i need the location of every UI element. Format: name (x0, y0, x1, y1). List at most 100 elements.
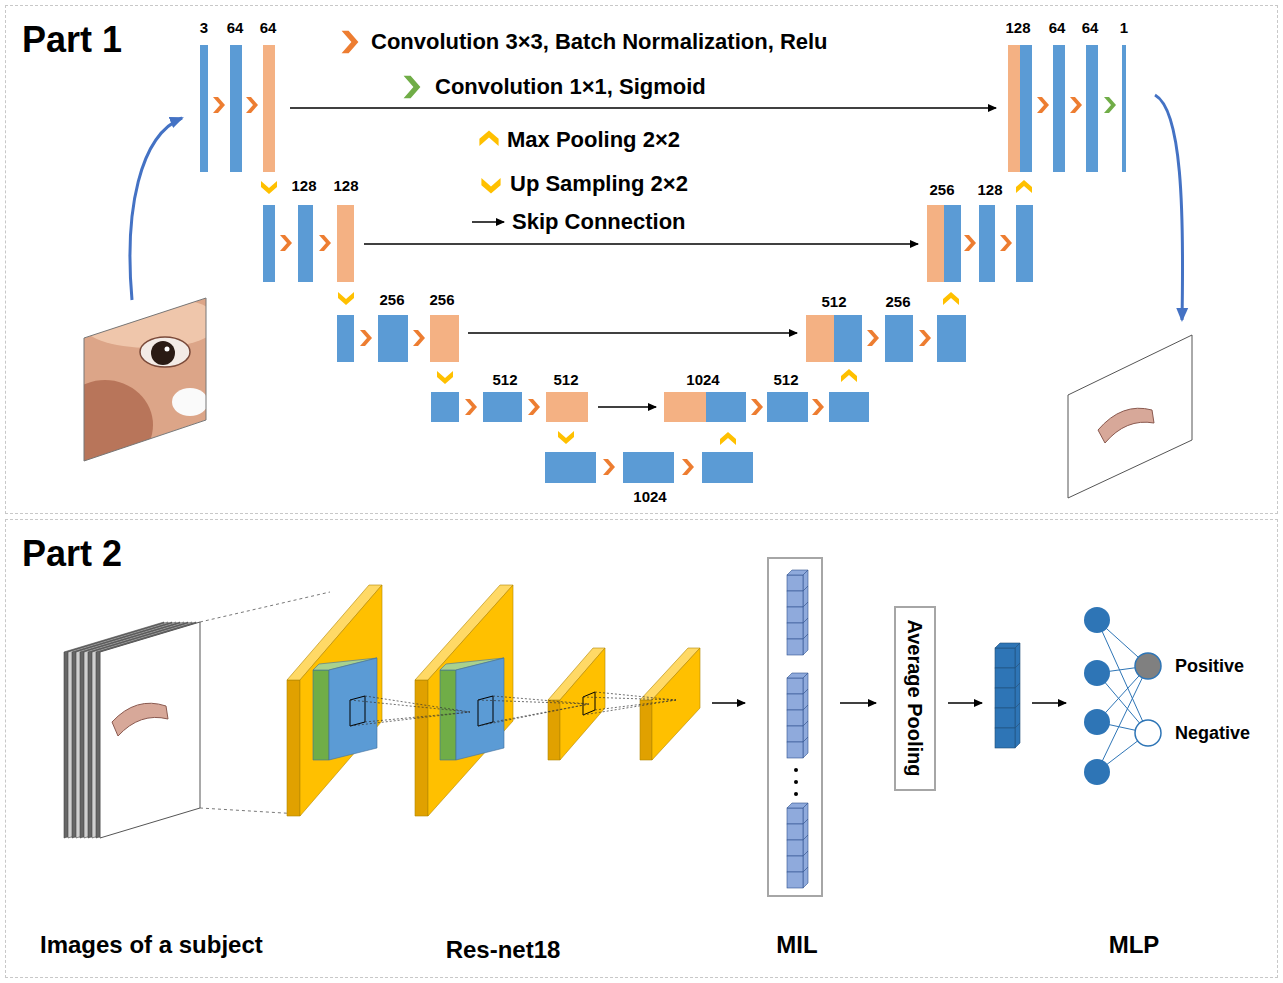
conv-layer (287, 680, 300, 816)
flow-arrow (948, 702, 982, 704)
projection-line (583, 697, 676, 700)
pool-chevron (558, 431, 574, 444)
skin-shadow (57, 380, 153, 470)
feature-vector (787, 840, 803, 856)
flow-arrow (712, 702, 745, 704)
section-label: Res-net18 (446, 936, 561, 964)
skip-connection (364, 243, 918, 245)
feature-map (263, 205, 275, 282)
conv-chevron (246, 97, 258, 113)
conv-layer (415, 680, 428, 816)
upsample-chevron (841, 369, 857, 382)
feature-vector (787, 639, 803, 655)
eye-white (140, 337, 190, 367)
conv-chevron (360, 330, 372, 346)
feature-vector (787, 694, 803, 710)
kernel-cube (329, 658, 377, 760)
mlp-neuron (1084, 709, 1110, 735)
feature-vector (787, 570, 808, 575)
flow-arrow (840, 702, 876, 704)
mlp-neuron (1084, 607, 1110, 633)
feature-vector (787, 824, 803, 840)
feature-vector (995, 648, 1015, 668)
receptive-field (350, 696, 365, 726)
projection-line (595, 692, 676, 700)
swab (172, 388, 208, 416)
feature-map-copy (927, 205, 944, 282)
flow-arrow (130, 118, 182, 300)
projection-line (478, 704, 589, 726)
feature-map (431, 392, 459, 422)
conv-chevron (867, 330, 879, 346)
legend-text: Convolution 3×3, Batch Normalization, Re… (371, 29, 828, 54)
channel-count: 64 (1082, 19, 1099, 36)
projection-line (350, 712, 470, 726)
conv-chevron (413, 330, 425, 346)
mil-bag (768, 558, 822, 896)
legend-symbol (472, 221, 504, 223)
channel-count: 512 (492, 371, 517, 388)
conv-layer (548, 700, 560, 760)
conv-layer (640, 700, 652, 760)
channel-count: 1024 (633, 488, 666, 505)
feature-vector (995, 643, 1020, 648)
skip-connection (598, 406, 656, 408)
feature-vector (803, 867, 808, 888)
feature-map-copy (337, 205, 354, 282)
channel-count: 512 (553, 371, 578, 388)
conv-chevron (1070, 97, 1082, 113)
feature-map (944, 205, 961, 282)
channel-count: 64 (1049, 19, 1066, 36)
feature-map (702, 452, 753, 483)
conv-chevron (1000, 235, 1012, 251)
conv-chevron (465, 399, 477, 415)
flow-arrow (1032, 702, 1066, 704)
channel-count: 1024 (686, 371, 719, 388)
feature-vector (787, 803, 808, 808)
feature-map-copy (806, 315, 834, 362)
feature-map (885, 315, 913, 362)
channel-count: 64 (227, 19, 244, 36)
pool-chevron (261, 181, 277, 194)
section-label: MIL (776, 931, 817, 959)
upsample-chevron (943, 292, 959, 305)
feature-map (378, 315, 408, 362)
mask-frame (1068, 335, 1192, 498)
projection-line (478, 700, 589, 704)
feature-vector (787, 678, 803, 694)
ellipsis-dot (794, 768, 798, 772)
conv-chevron (919, 330, 931, 346)
channel-count: 64 (260, 19, 277, 36)
feature-vector (787, 575, 803, 591)
projection-line (493, 704, 589, 722)
feature-map (1086, 45, 1098, 172)
pool-chevron (437, 371, 453, 384)
feature-map (937, 315, 966, 362)
channel-count: 128 (977, 181, 1002, 198)
conv-layer (300, 585, 382, 816)
feature-vector (803, 737, 808, 758)
feature-map (706, 392, 746, 422)
feature-map (623, 452, 674, 483)
conv-chevron (319, 235, 331, 251)
projection-line (350, 700, 470, 712)
feature-vector (995, 728, 1015, 748)
flow-arrow (1155, 95, 1183, 320)
upsample-chevron (1016, 180, 1032, 193)
feature-vector (787, 591, 803, 607)
class-label: Positive (1175, 656, 1244, 677)
feature-map (1053, 45, 1065, 172)
skip-connection (290, 107, 996, 109)
feature-map-copy (430, 315, 459, 362)
iris (151, 341, 175, 365)
feature-map-copy (664, 392, 706, 422)
feature-vector (787, 726, 803, 742)
conv-chevron (280, 235, 292, 251)
feature-map (1016, 205, 1033, 282)
feature-vector (787, 607, 803, 623)
pool-chevron (338, 292, 354, 305)
feature-vector (787, 808, 803, 824)
conv-chevron (213, 97, 225, 113)
channel-count: 256 (929, 181, 954, 198)
